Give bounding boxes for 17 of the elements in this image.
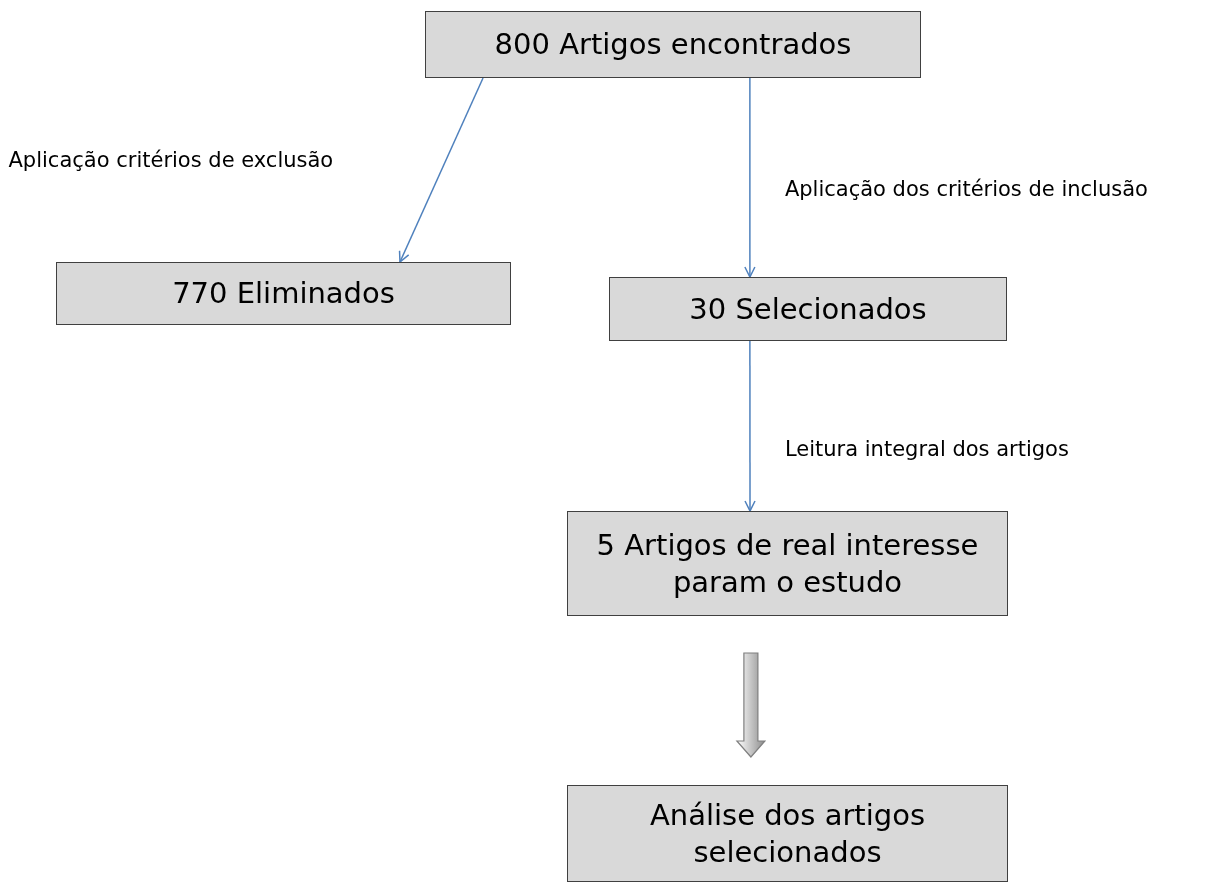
process-box — [567, 785, 1008, 882]
box-text: 30 Selecionados — [689, 290, 927, 328]
edge-label: Leitura integral dos artigos — [784, 437, 1069, 461]
arrow — [744, 77, 756, 278]
process-box — [425, 11, 921, 78]
process-box — [56, 262, 511, 325]
box-text: 800 Artigos encontrados — [494, 26, 852, 63]
box-text: 5 Artigos de real interesse param o estudo — [595, 527, 980, 600]
process-box — [567, 511, 1008, 616]
process-box — [609, 277, 1007, 341]
block-arrow — [735, 652, 767, 758]
arrow — [398, 77, 484, 263]
box-text: Análise dos artigos selecionados — [648, 797, 927, 870]
edge-label: Aplicação dos critérios de inclusão — [784, 176, 1148, 201]
box-text: 770 Eliminados — [172, 275, 395, 312]
edge-label: Aplicação critérios de exclusão — [8, 148, 334, 172]
arrow — [744, 340, 756, 512]
